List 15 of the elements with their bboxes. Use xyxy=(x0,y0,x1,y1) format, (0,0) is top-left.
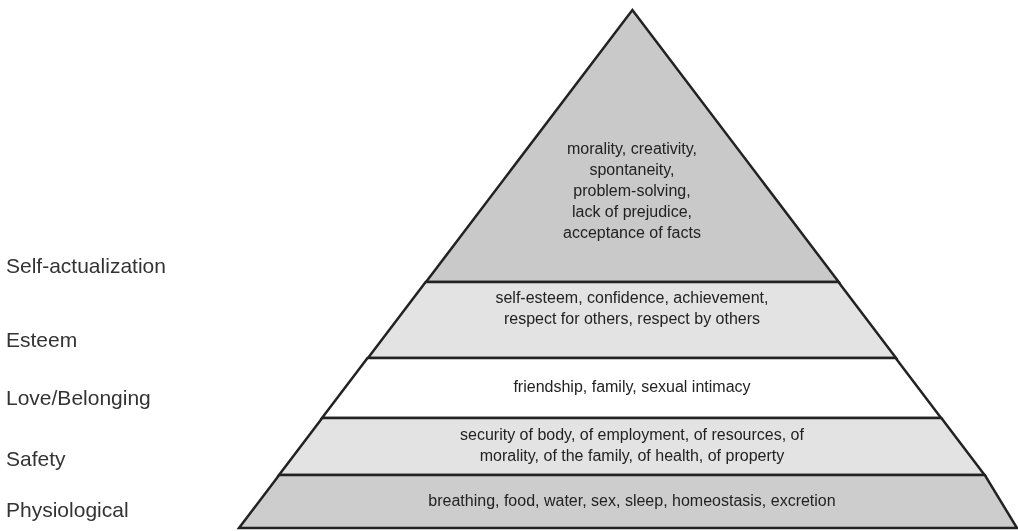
tier-description: morality, creativity, spontaneity, problem-solving, lack of prejudice, acceptance of facts xyxy=(562,139,702,243)
pyramid-tier xyxy=(322,358,942,418)
level-label: Love/Belonging xyxy=(6,386,151,410)
level-label: Esteem xyxy=(6,328,78,352)
level-label: Self-actualization xyxy=(6,254,166,278)
tier-description: self-esteem, confidence, achievement, respect for others, respect by others xyxy=(494,288,770,329)
tier-description: breathing, food, water, sex, sleep, homeostasis, excretion xyxy=(427,491,837,511)
pyramid-top xyxy=(425,10,839,282)
level-label: Physiological xyxy=(6,498,129,522)
pyramid-tier xyxy=(367,282,896,358)
tier-description: friendship, family, sexual intimacy xyxy=(512,377,752,397)
pyramid-tier xyxy=(279,418,985,475)
level-label: Safety xyxy=(6,447,66,471)
tier-description: security of body, of employment, of resources, of morality, of the family, of health, of property xyxy=(459,425,805,466)
pyramid-tier xyxy=(239,475,1017,528)
